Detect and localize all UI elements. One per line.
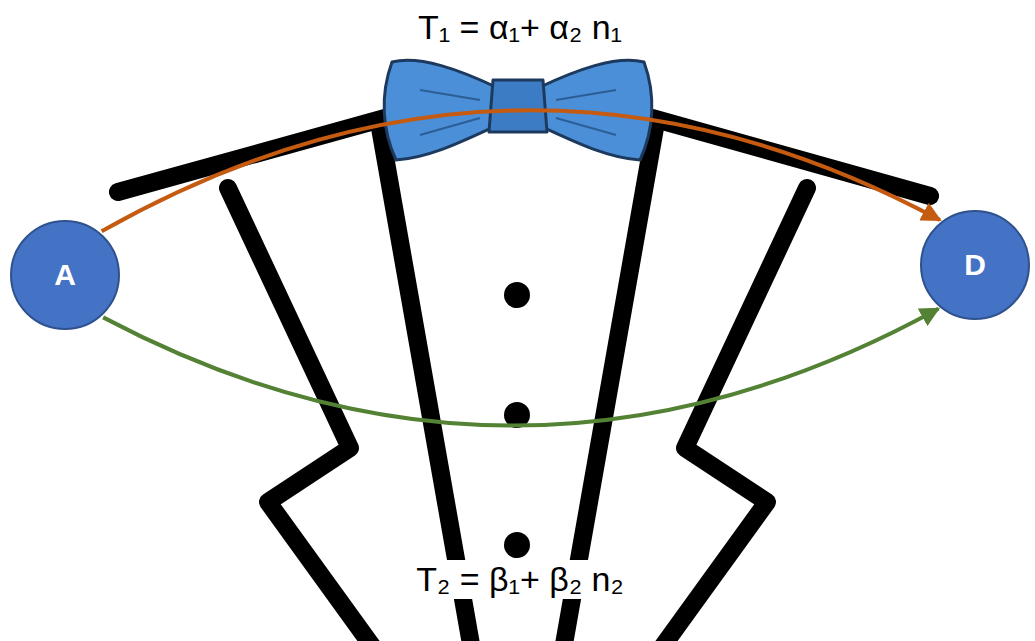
- node-label: A: [54, 260, 76, 290]
- curved-arrow: [103, 309, 938, 426]
- circle-node: A: [10, 220, 120, 330]
- formula-label: T₂ = β₁+ β₂ n₂: [410, 560, 629, 599]
- curved-arrow: [102, 110, 940, 231]
- button: [504, 282, 530, 308]
- right-lapel: [660, 188, 807, 641]
- circle-node: D: [920, 210, 1030, 320]
- formula-label: T₁ = α₁+ α₂ n₁: [412, 8, 628, 47]
- left-shoulder: [118, 118, 385, 192]
- button: [504, 532, 530, 558]
- left-lapel: [228, 188, 375, 641]
- node-label: D: [964, 250, 986, 280]
